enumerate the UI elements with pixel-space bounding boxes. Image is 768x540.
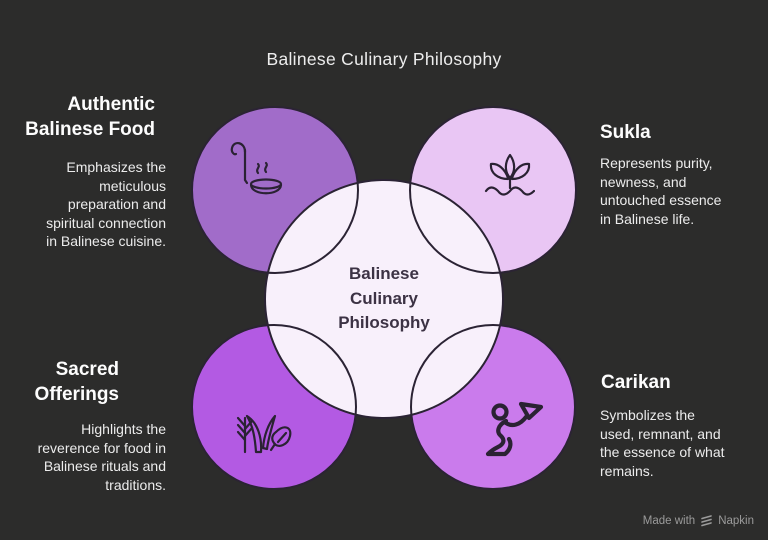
page-title: Balinese Culinary Philosophy bbox=[266, 49, 502, 69]
description-sacred-offerings: Highlights the reverence for food in Bal… bbox=[37, 421, 166, 493]
circle-outlines bbox=[191, 106, 577, 490]
napkin-logo-icon bbox=[701, 515, 712, 527]
heading-sacred-offerings: Sacred Offerings bbox=[34, 359, 119, 405]
description-sukla: Represents purity, newness, and untouche… bbox=[600, 155, 722, 227]
heading-sukla: Sukla bbox=[600, 122, 651, 143]
heading-carikan: Carikan bbox=[601, 372, 671, 393]
napkin-watermark[interactable]: Made with Napkin bbox=[643, 514, 754, 527]
lotus-water-icon bbox=[484, 153, 535, 196]
plants-leaf-icon bbox=[236, 414, 292, 454]
description-authentic-balinese-food: Emphasizes the meticulous preparation an… bbox=[46, 159, 166, 249]
center-label: Balinese Culinary Philosophy bbox=[338, 264, 430, 333]
heading-authentic-balinese-food: Authentic Balinese Food bbox=[25, 94, 155, 140]
watermark-made-with-label: Made with bbox=[642, 514, 696, 527]
circle-center bbox=[265, 180, 503, 418]
ladle-steam-icon bbox=[230, 142, 283, 195]
kneeling-offering-icon bbox=[485, 401, 544, 457]
watermark-brand-label: Napkin bbox=[718, 514, 754, 527]
description-carikan: Symbolizes the used, remnant, and the es… bbox=[600, 407, 725, 479]
